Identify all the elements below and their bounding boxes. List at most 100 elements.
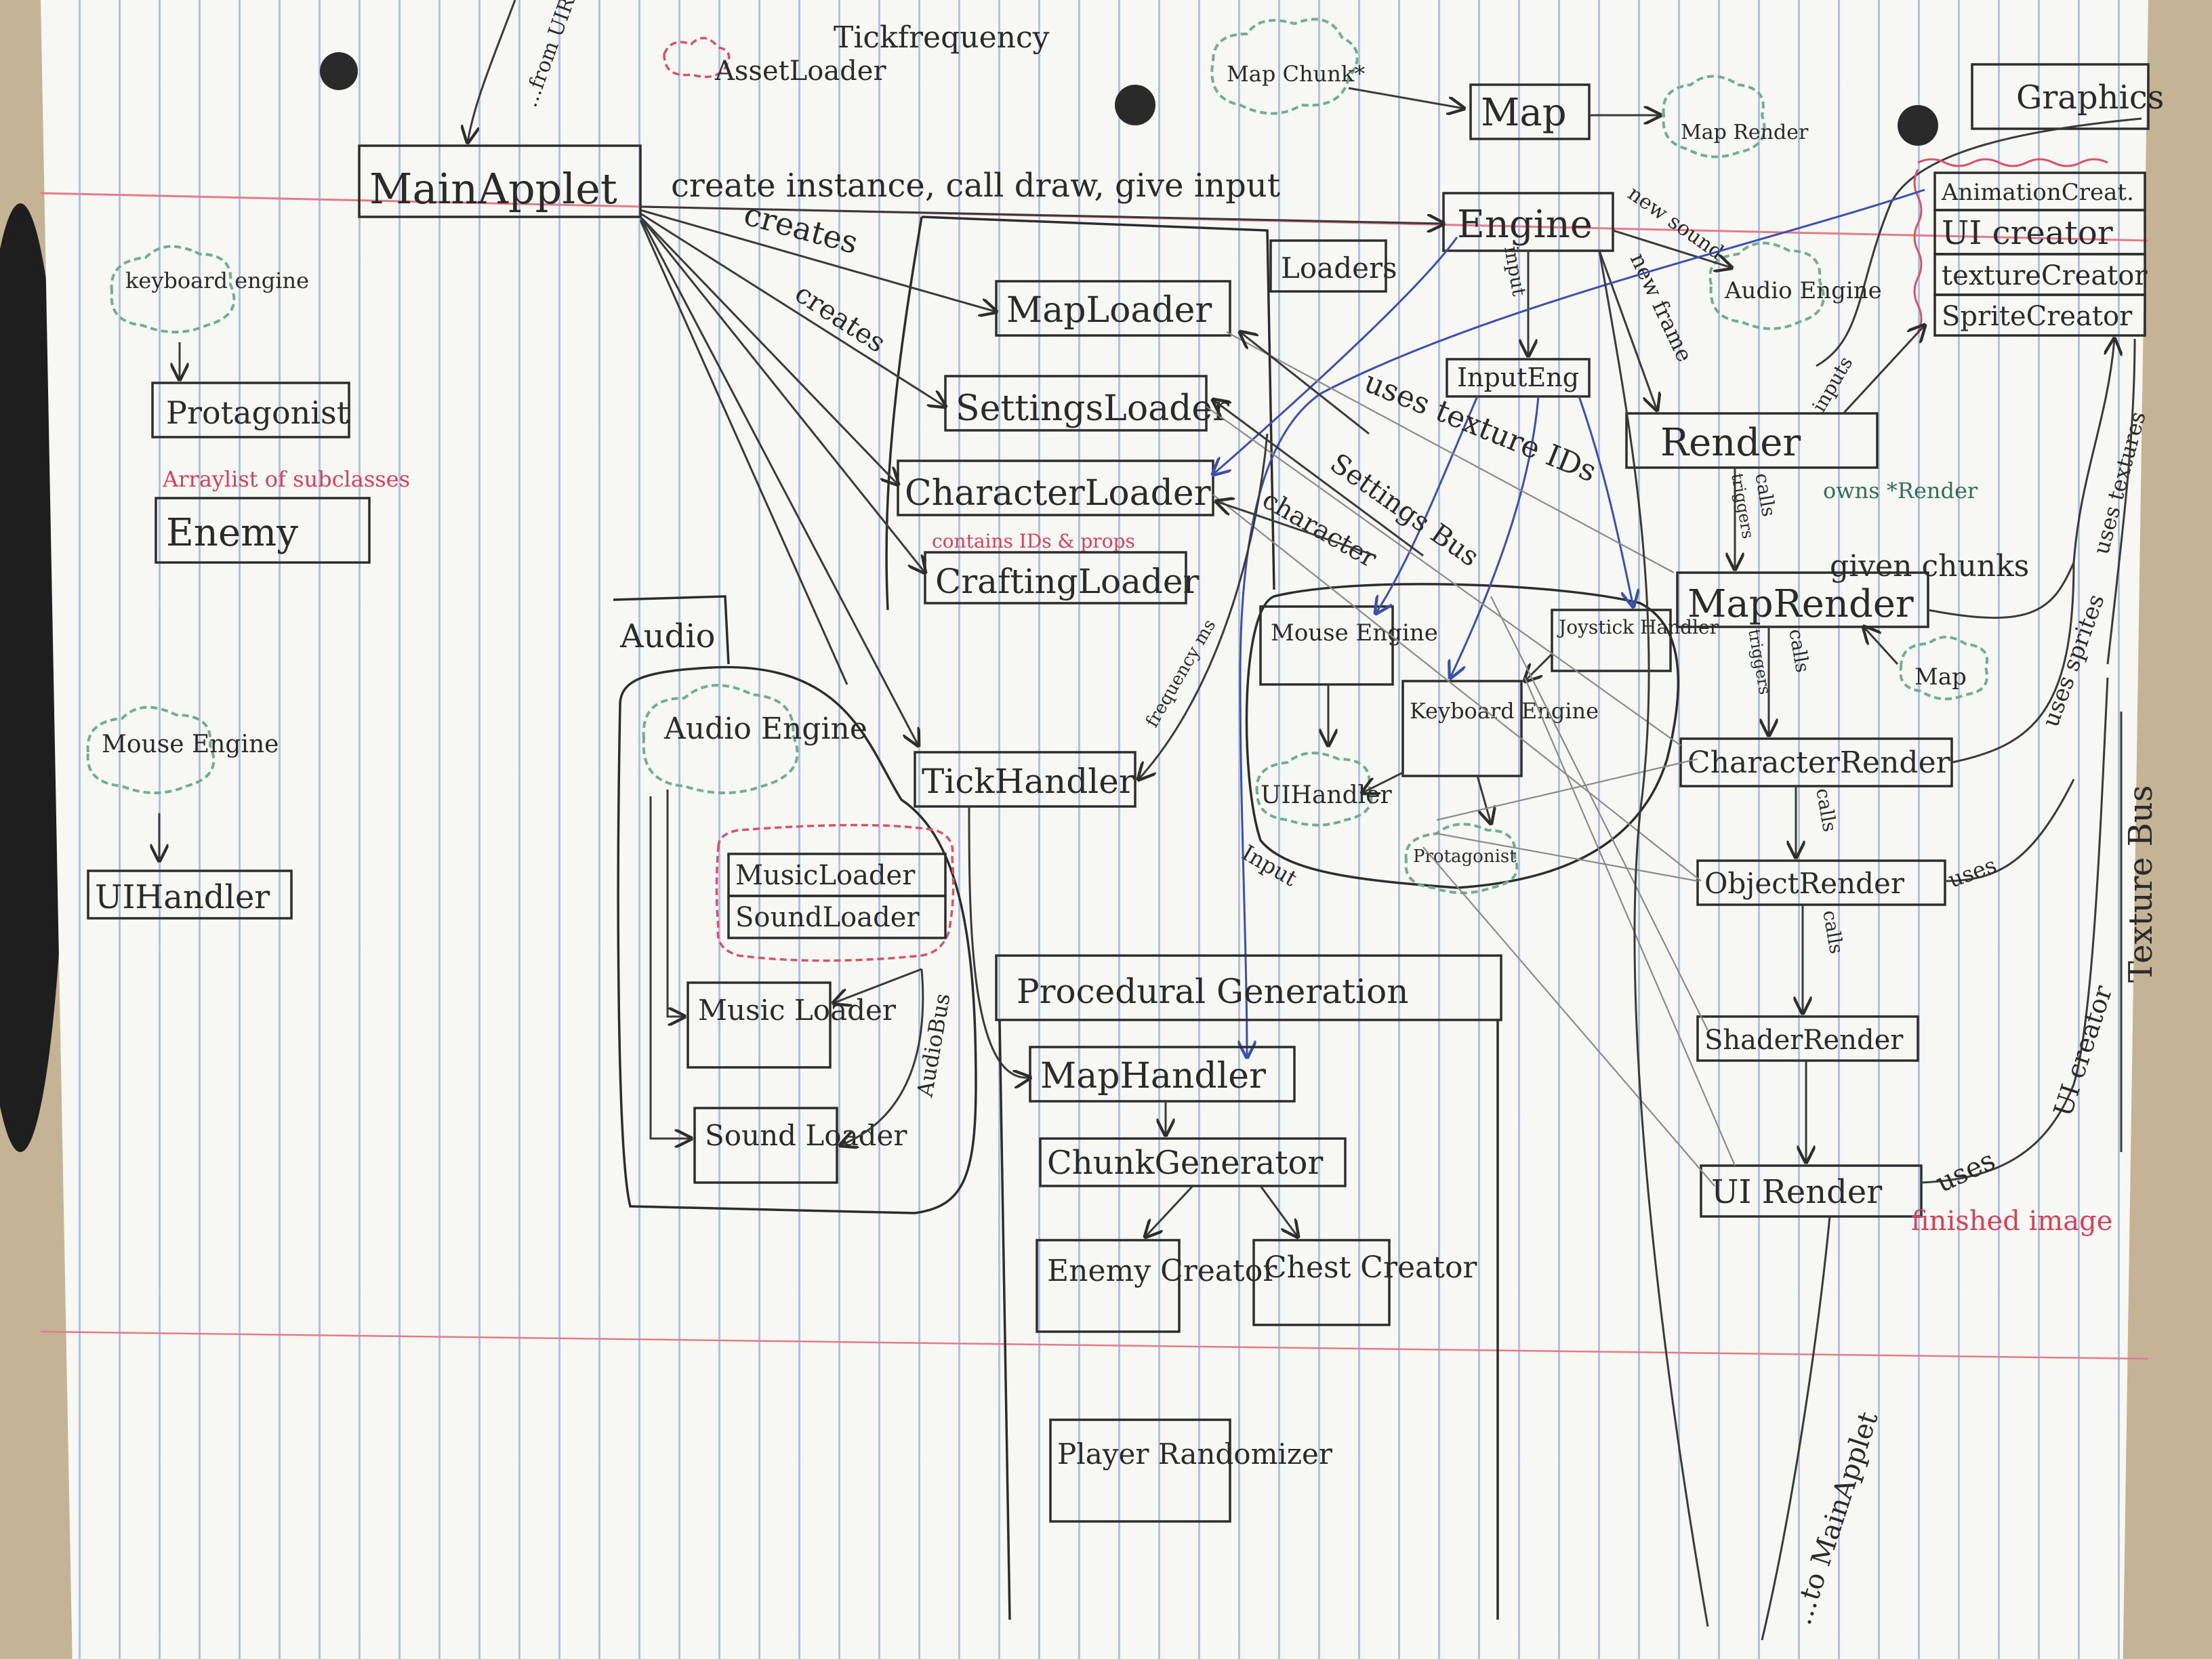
maphandler-box[interactable]: [1029, 1046, 1296, 1103]
protagonist-left-label: Protagonist: [166, 394, 350, 431]
maprender-label: MapRender: [1687, 582, 1914, 626]
settingsloader-label: SettingsLoader: [956, 388, 1229, 429]
sprite-creator-box[interactable]: [1933, 293, 2146, 337]
shader-render-box[interactable]: [1696, 1015, 1919, 1062]
finished-image-label: finished image: [1911, 1206, 2112, 1237]
object-render-box[interactable]: [1696, 859, 1946, 906]
binder-hole: [1898, 105, 1938, 146]
margin-line-bottom: [40, 1330, 2149, 1360]
enemy-creator-box[interactable]: [1036, 1239, 1181, 1333]
edge-maprender-chunks: [1927, 562, 2075, 619]
edge-engine-render: [1598, 250, 1657, 410]
joystick-handler-box[interactable]: [1551, 609, 1672, 672]
enemy-creator-label: Enemy Creator: [1047, 1254, 1277, 1288]
character-render-label: CharacterRender: [1687, 745, 1951, 780]
tick-frequency-label: Tickfrequency: [834, 20, 1050, 55]
edge-engine-long: [1598, 250, 1709, 1627]
map-label: Map: [1481, 91, 1567, 135]
cloud-map-chunk: [1210, 18, 1359, 115]
audio-group-outline: [617, 665, 977, 1214]
soundloader-red-label: SoundLoader: [735, 902, 920, 933]
uihandler-left-box[interactable]: [87, 869, 293, 920]
ui-creator-note-label: UI creator: [2048, 981, 2118, 1120]
asset-loader-label: AssetLoader: [714, 56, 886, 87]
edge-joystick-keyboard: [1525, 653, 1553, 681]
edge-light-1: [1226, 331, 1675, 573]
edge-keyboard-uihandler-mid: [1362, 771, 1404, 793]
ui-creator-label: UI creator: [1942, 214, 2113, 252]
from-ui-render-label: ...from UIRender: [518, 0, 600, 110]
edge-audioengine-musicloader: [666, 790, 684, 1017]
cloud-map-render: [1662, 75, 1766, 159]
texture-bus-label: Texture Bus: [2122, 785, 2160, 983]
new-frame-label: new frame: [1625, 249, 1698, 365]
create-instance-label: create instance, call draw, give input: [671, 167, 1280, 205]
map-box[interactable]: [1469, 83, 1591, 140]
mouse-engine-mid-label: Mouse Engine: [1271, 619, 1438, 647]
uihandler-left-label: UIHandler: [95, 878, 270, 916]
keyboard-engine-mid-label: Keyboard Engine: [1410, 698, 1599, 724]
edge-character-bus: [1216, 501, 1376, 557]
edge-chunkgen-enemycreator: [1145, 1185, 1194, 1237]
uihandler-mid-label: UIHandler: [1261, 781, 1392, 809]
mainapplet-box[interactable]: [358, 144, 642, 218]
craftingloader-label: CraftingLoader: [935, 562, 1199, 601]
uses-sprites-label: uses sprites: [2037, 590, 2110, 731]
music-loader-label: Music Loader: [698, 994, 897, 1027]
edge-engine-maploader: [1240, 332, 1370, 435]
sound-loader-label: Sound Loader: [705, 1119, 907, 1152]
edge-light-2: [1206, 406, 1681, 746]
ui-render-box[interactable]: [1700, 1164, 1923, 1218]
calls-label-1: calls: [1750, 471, 1780, 518]
shader-render-label: ShaderRender: [1704, 1025, 1904, 1056]
soundloader-red-box[interactable]: [727, 895, 947, 939]
texture-creator-label: textureCreator: [1942, 260, 2148, 291]
mouse-engine-mid-box[interactable]: [1259, 605, 1394, 686]
map-cloud-label: Map: [1914, 663, 1967, 691]
enemy-label: Enemy: [166, 511, 298, 555]
music-loader-box[interactable]: [687, 981, 832, 1069]
edge-chunk-map: [1348, 87, 1464, 108]
edge-uses-textures: [2106, 338, 2136, 665]
edge-uirender-uses: [1921, 677, 2109, 1184]
render-box[interactable]: [1625, 412, 1879, 469]
player-randomizer-box[interactable]: [1049, 1418, 1231, 1523]
loaders-label: Loaders: [1281, 251, 1397, 285]
contains-ids-label: contains IDs & props: [932, 530, 1135, 552]
edge-blue-inputeng-mouse: [1376, 396, 1479, 613]
edge-keyboard-protagonist-mid: [1476, 775, 1491, 823]
edge-light-4: [1490, 596, 1708, 1031]
keyboard-engine-mid-box[interactable]: [1401, 680, 1523, 777]
notebook-paper: [41, 0, 2148, 1659]
binder-hole: [320, 52, 358, 90]
enemy-box[interactable]: [155, 497, 371, 564]
edge-mainapplet-engine: [640, 205, 1443, 224]
cloud-audio-engine-left: [642, 684, 799, 794]
calls-label-2: calls: [1784, 627, 1814, 674]
input-lower-label: Input: [1237, 840, 1302, 892]
edge-mainapplet-maploader: [640, 209, 996, 312]
frequency-ms-label: frequency ms: [1142, 616, 1220, 731]
maphandler-label: MapHandler: [1040, 1056, 1266, 1097]
edge-tickhandler-maphandler: [968, 806, 1030, 1078]
procedural-generation-label: Procedural Generation: [1017, 972, 1408, 1011]
edge-loaders-tickhandler: [1139, 433, 1269, 779]
edge-engine-audio: [1612, 229, 1732, 268]
maprender-box[interactable]: [1676, 571, 1929, 628]
edge-blue-inputeng-keyboard: [1450, 396, 1540, 678]
cloud-asset-loader: [663, 37, 731, 79]
edge-light-6: [1436, 758, 1698, 821]
map-chunk-label: Map Chunk*: [1227, 61, 1365, 87]
chest-creator-box[interactable]: [1252, 1239, 1391, 1326]
protagonist-mid-label: Protagonist: [1413, 846, 1517, 867]
ui-render-label: UI Render: [1711, 1173, 1882, 1211]
calls-label-4: calls: [1818, 908, 1848, 955]
craftingloader-box[interactable]: [924, 551, 1187, 605]
protagonist-left-box[interactable]: [151, 382, 350, 438]
edge-uirender-mainapplet: [1761, 1216, 1831, 1641]
edge-light-7: [1436, 832, 1698, 882]
cloud-uihandler-mid: [1255, 752, 1373, 827]
procedural-generation-outline: [998, 1019, 1499, 1620]
input-eng-box[interactable]: [1446, 358, 1591, 398]
triggers-label-2: triggers: [1744, 628, 1775, 696]
